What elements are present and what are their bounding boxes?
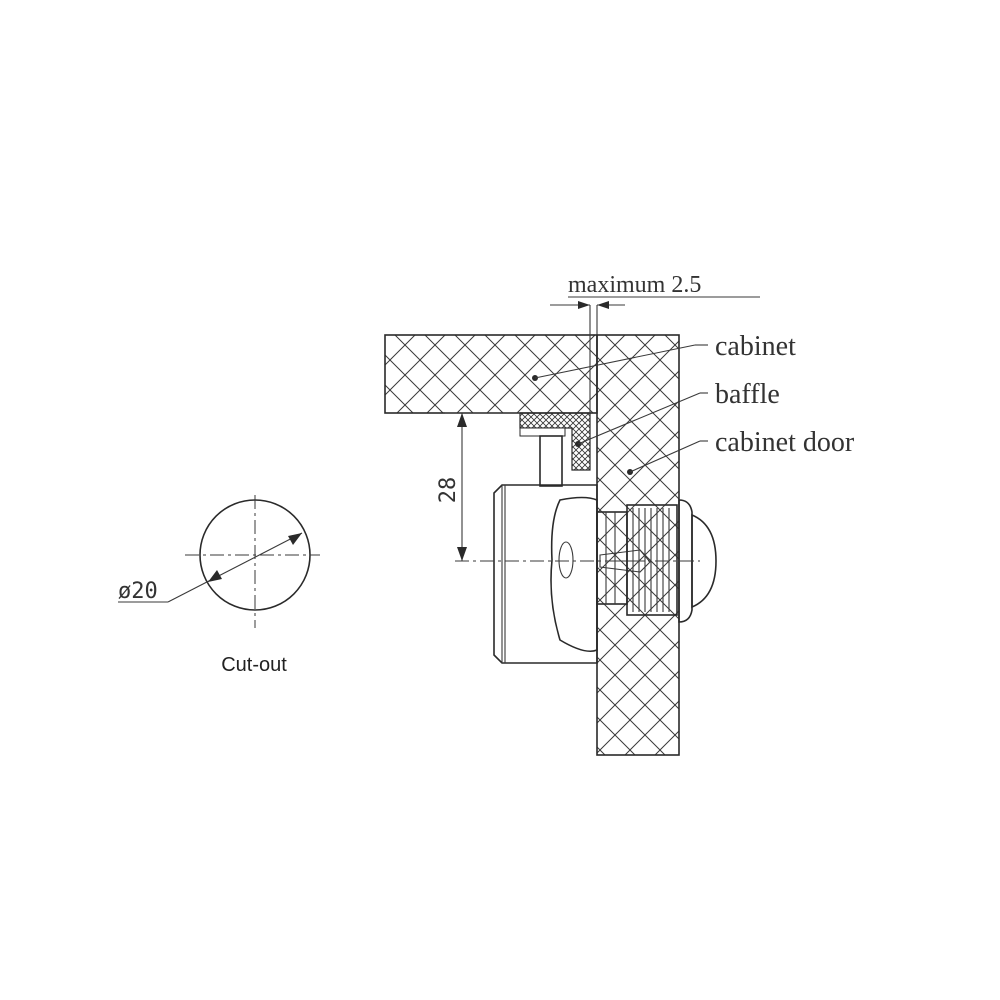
cutout-caption: Cut-out: [221, 654, 287, 676]
dimension-28: 28: [436, 412, 520, 561]
label-baffle: baffle: [715, 379, 780, 410]
diameter-arrow-start: [208, 570, 222, 582]
cutout-view: ø20 Cut-out: [118, 495, 320, 676]
leader-baffle: [575, 392, 708, 447]
label-cabinet-door: cabinet door: [715, 427, 855, 458]
dimension-maximum: maximum 2.5: [550, 272, 760, 413]
cabinet-door-panel: [596, 334, 680, 756]
lock-knob: [678, 499, 693, 623]
diameter-arrow-end: [288, 533, 302, 545]
cabinet-panel: [384, 334, 598, 414]
dimension-28-label: 28: [436, 477, 461, 504]
latch-bolt: [539, 435, 563, 487]
diameter-leader: [167, 532, 303, 603]
lock-cam: [550, 496, 598, 653]
maximum-label: maximum 2.5: [568, 272, 701, 298]
leader-cabinet-door: [627, 440, 708, 475]
lock-body: [493, 435, 717, 664]
leader-cabinet: [532, 344, 708, 381]
lock-housing: [493, 484, 598, 664]
label-cabinet: cabinet: [715, 331, 796, 362]
diameter-label: ø20: [118, 579, 158, 604]
